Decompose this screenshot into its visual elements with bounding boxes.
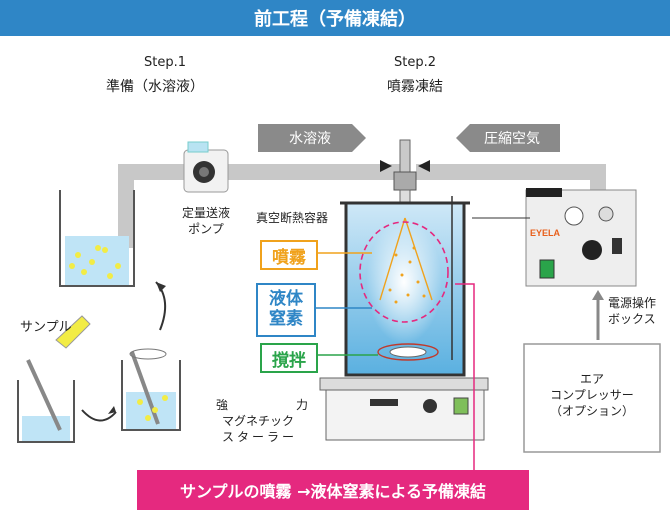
stirrer-label-2: マグネチック [222,414,295,428]
bottom-caption: サンプルの噴霧 →液体窒素による予備凍結 [137,470,529,510]
spray-tag: 噴霧 [260,240,318,270]
ln2-tag-line1: 液体 [269,289,303,310]
arrow-mix [81,409,117,422]
pump-label-1: 定量送液 [181,206,230,220]
stirrer-label-3: スターラー [222,430,298,444]
beaker-small-left [17,380,75,443]
step2-name: 噴霧凍結 [387,79,443,95]
air-flow-arrow [456,124,560,152]
title-bar: 前工程（予備凍結） [0,0,670,36]
control-box [525,188,637,287]
step1-number: Step.1 [143,55,186,70]
sample-label: サンプル [20,320,72,335]
step1-name: 準備（水溶液） [106,79,204,95]
brand-logo: EYELA [530,228,561,238]
stir-tag: 撹拌 [260,343,318,373]
sample-spoon [55,315,91,349]
ln2-tag-line2: 窒素 [269,309,303,329]
air-pipe [416,164,606,196]
water-flow-arrow [258,124,366,152]
vacuum-vessel [340,201,470,377]
power-box-label-2: ボックス [608,312,656,326]
air-flow-label: 圧縮空気 [484,131,540,147]
compressor-box [523,343,661,453]
power-box-label-1: 電源操作 [608,296,657,310]
arrow-head-in [380,160,392,172]
water-flow-label: 水溶液 [289,131,331,147]
step2-number: Step.2 [393,55,436,70]
sample-dots-1 [69,245,121,279]
arrow-head-air [418,160,430,172]
pump-label-2: ポンプ [188,222,224,236]
beaker-small-right [121,360,181,431]
beaker-large [59,190,135,287]
spray-particles [388,246,426,304]
stirrer-base [319,377,489,441]
spatula [26,359,62,431]
pump-graphic [183,141,229,193]
vessel-label: 真空断熱容器 [256,211,329,225]
stirrer-label-b: 力 [296,398,309,412]
compressor-label-3: （オプション） [549,404,634,418]
stirrer-label-a: 強 [216,398,229,412]
compressor-label-2: コンプレッサー [550,388,634,402]
compressor-label-1: エア [579,372,604,386]
ln2-tag: 液体 窒素 [256,283,316,337]
